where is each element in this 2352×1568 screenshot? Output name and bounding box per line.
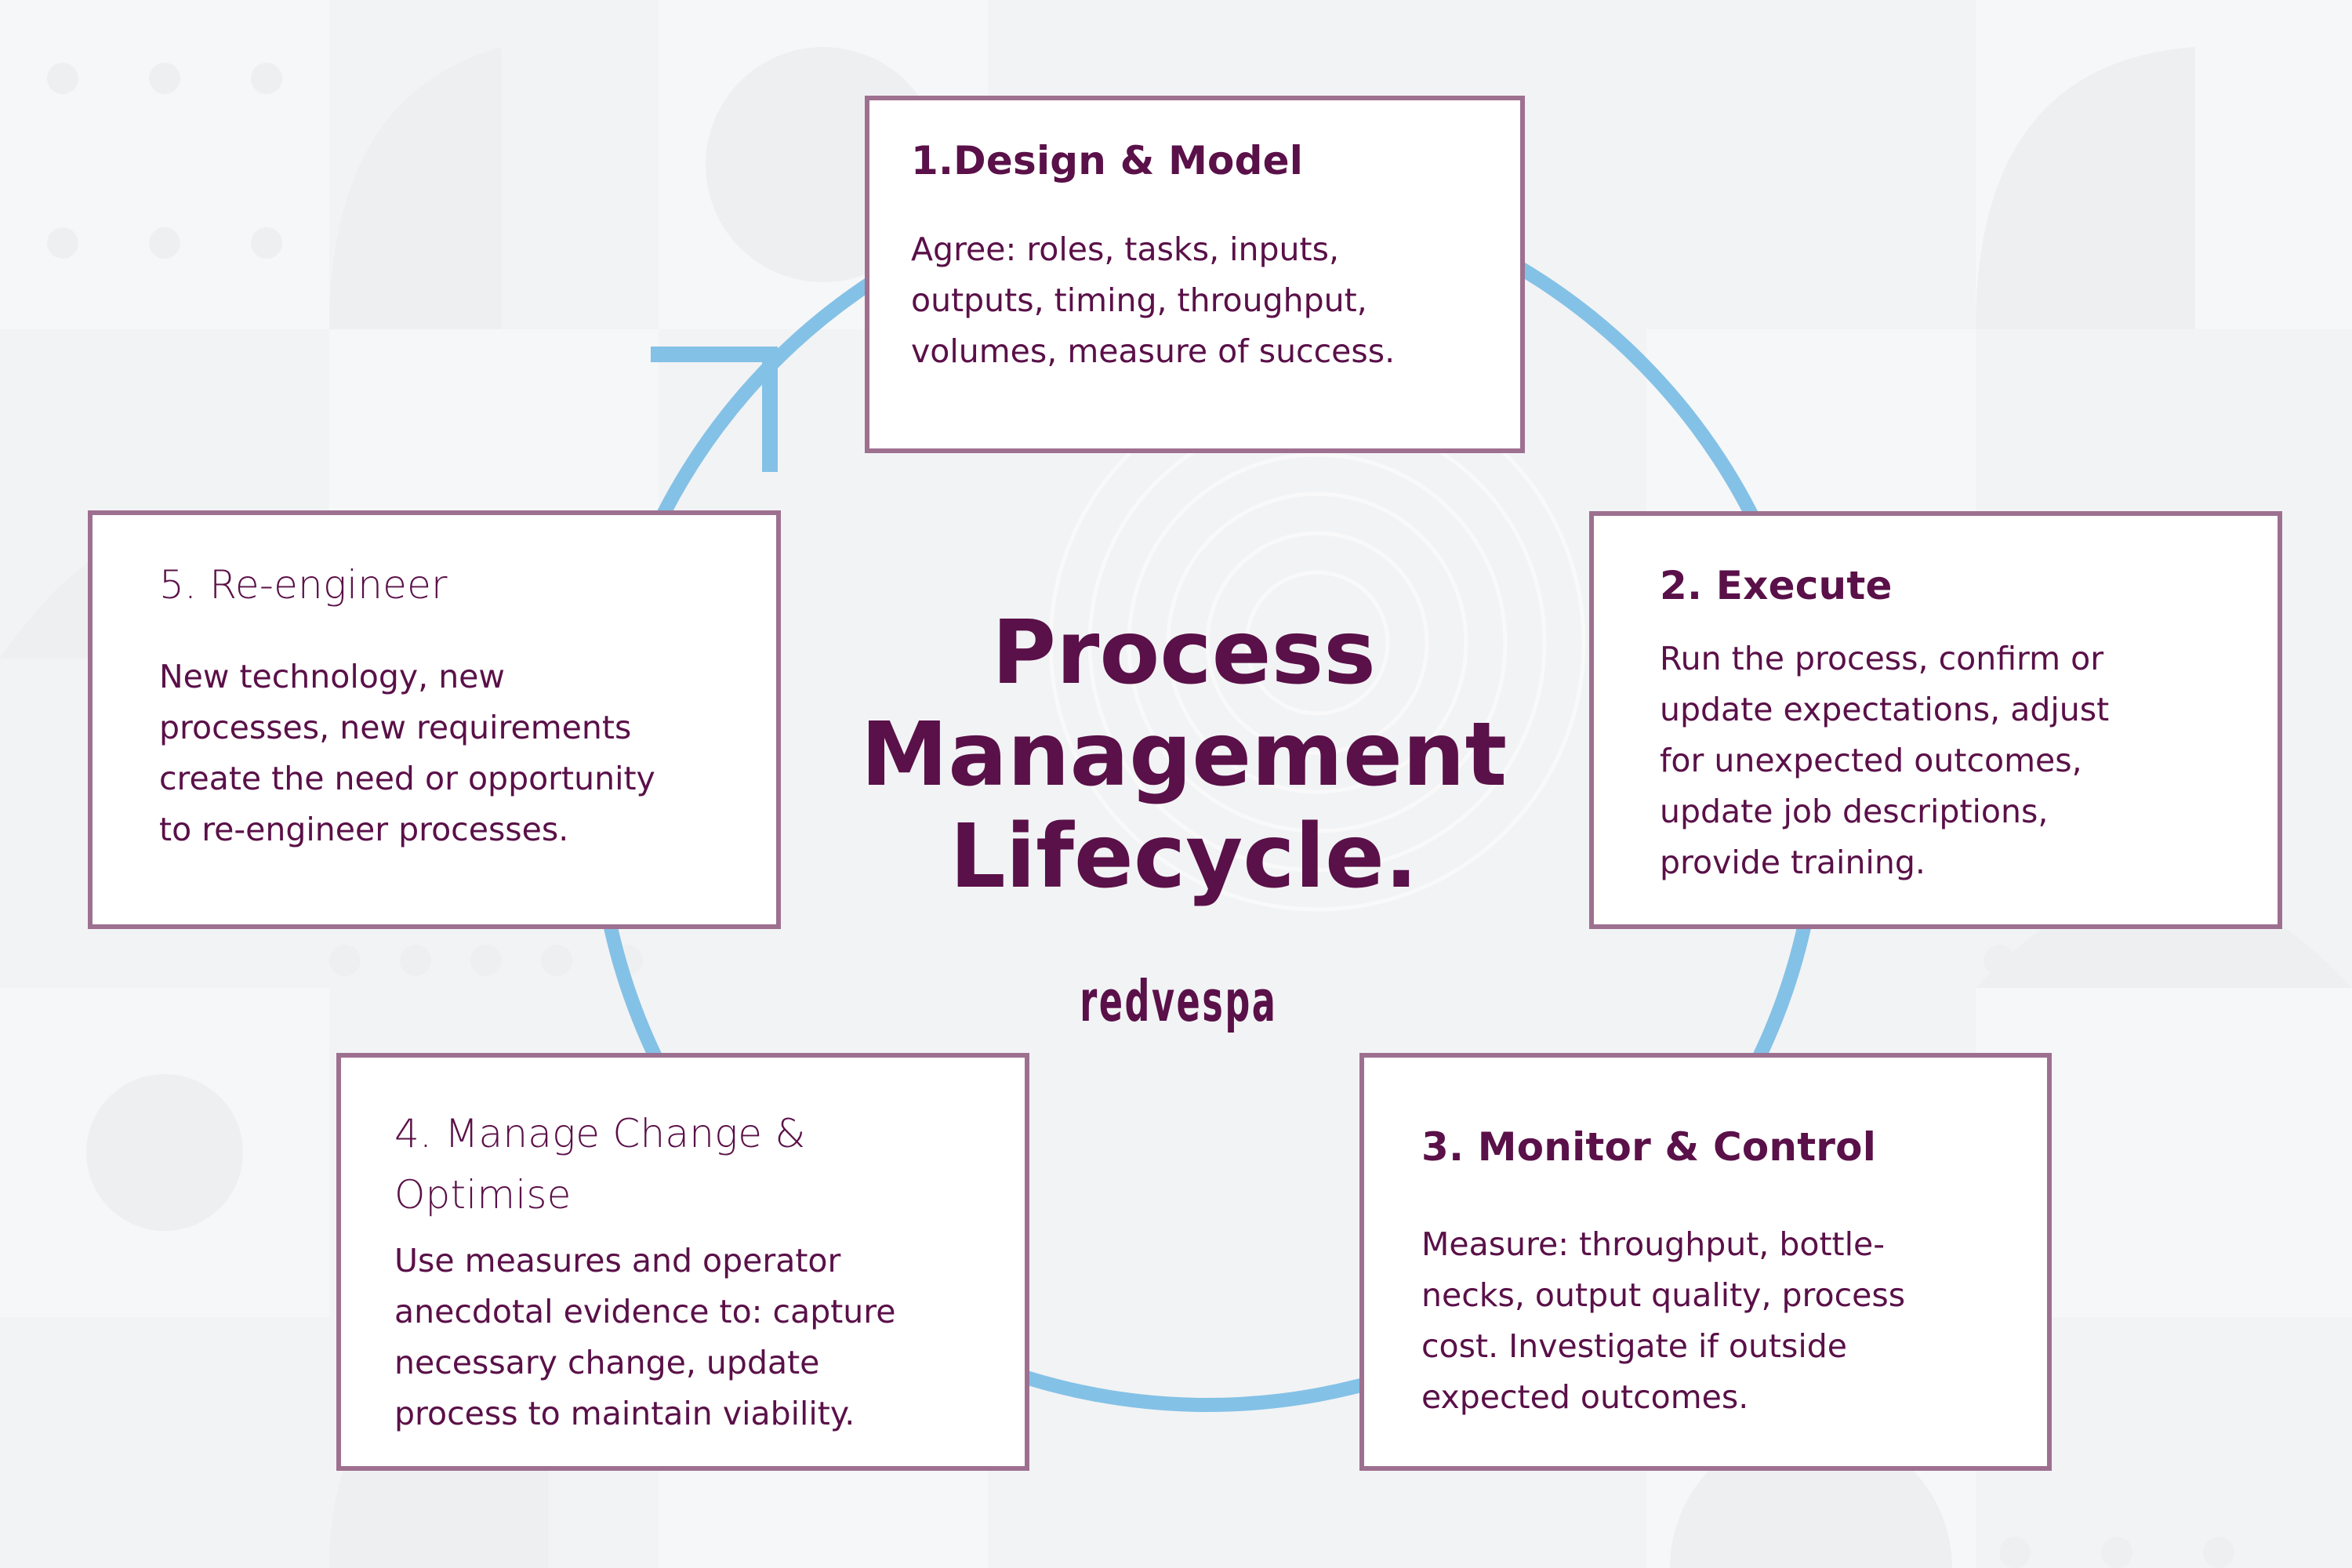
stage-description: Use measures and operator anecdotal evid… — [394, 1236, 895, 1439]
body-line: create the need or opportunity — [159, 760, 655, 797]
heading-line: 2. Execute — [1660, 563, 1893, 608]
heading-line: 1.Design & Model — [911, 138, 1304, 183]
body-line: update job descriptions, — [1660, 793, 2049, 830]
body-line: Run the process, confirm or — [1660, 640, 2104, 677]
body-line: Measure: throughput, bottle- — [1421, 1225, 1886, 1263]
body-line: processes, new requirements — [159, 709, 632, 746]
stage-card-re-engineer: 5. Re-engineer New technology, new proce… — [88, 510, 781, 929]
stage-description: Run the process, confirm or update expec… — [1660, 633, 2109, 888]
stage-card-manage-change-optimise: 4. Manage Change & Optimise Use measures… — [336, 1053, 1029, 1471]
heading-line: Optimise — [394, 1172, 572, 1218]
body-line: Agree: roles, tasks, inputs, — [911, 230, 1339, 268]
body-line: expected outcomes. — [1421, 1378, 1749, 1416]
title-line: Lifecycle. — [949, 806, 1418, 908]
diagram-title: Process Management Lifecycle. — [792, 602, 1576, 908]
heading-line: 5. Re-engineer — [159, 562, 448, 608]
stage-description: Measure: throughput, bottle- necks, outp… — [1421, 1219, 1905, 1423]
body-line: necks, output quality, process — [1421, 1276, 1906, 1314]
body-line: outputs, timing, throughput, — [911, 281, 1367, 319]
stage-heading: 1.Design & Model — [911, 130, 1303, 191]
body-line: necessary change, update — [394, 1344, 820, 1381]
body-line: to re-engineer processes. — [159, 811, 569, 848]
logo-wordmark: redvespa — [1080, 968, 1278, 1034]
title-line: Management — [860, 704, 1508, 806]
clockwise-arrow-icon — [651, 347, 778, 472]
heading-line: 4. Manage Change & — [394, 1111, 806, 1156]
body-line: Use measures and operator — [394, 1242, 841, 1279]
body-line: volumes, measure of success. — [911, 332, 1396, 370]
stage-description: New technology, new processes, new requi… — [159, 652, 655, 855]
body-line: for unexpected outcomes, — [1660, 742, 2082, 779]
stage-card-execute: 2. Execute Run the process, confirm or u… — [1589, 511, 2282, 929]
brand-logo: redvespa — [1019, 966, 1333, 1036]
title-line: Process — [992, 602, 1376, 704]
stage-heading: 3. Monitor & Control — [1421, 1116, 1876, 1178]
body-line: update expectations, adjust — [1660, 691, 2110, 728]
stage-card-monitor-control: 3. Monitor & Control Measure: throughput… — [1359, 1053, 2052, 1471]
heading-line: 3. Monitor & Control — [1421, 1124, 1877, 1170]
body-line: process to maintain viability. — [394, 1395, 855, 1432]
body-line: New technology, new — [159, 658, 505, 695]
body-line: cost. Investigate if outside — [1421, 1327, 1848, 1365]
body-line: provide training. — [1660, 844, 1926, 881]
stage-heading: 2. Execute — [1660, 555, 1893, 616]
stage-heading: 4. Manage Change & Optimise — [394, 1103, 806, 1225]
stage-heading: 5. Re-engineer — [159, 554, 448, 615]
stage-description: Agree: roles, tasks, inputs, outputs, ti… — [911, 224, 1395, 377]
stage-card-design-model: 1.Design & Model Agree: roles, tasks, in… — [865, 96, 1525, 453]
body-line: anecdotal evidence to: capture — [394, 1293, 896, 1330]
